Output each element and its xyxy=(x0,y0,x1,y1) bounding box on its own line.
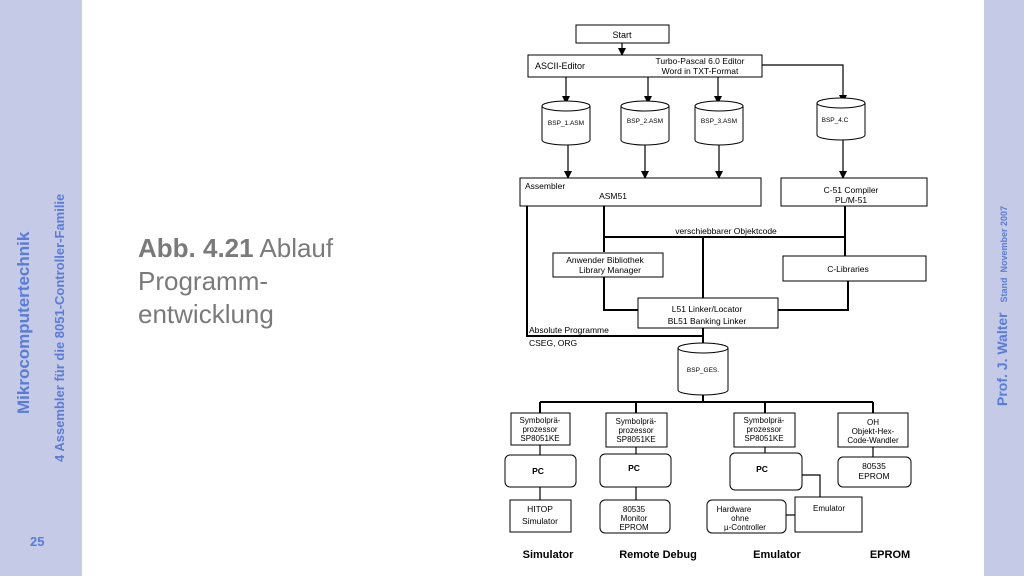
file-bsp4: BSP_4.C xyxy=(816,97,866,141)
sym1-line1: Symbolprä- xyxy=(520,416,561,425)
sym2-line1: Symbolprä- xyxy=(616,417,657,426)
monitor-box: 80535 Monitor EPROM xyxy=(599,499,671,534)
sym3-line3: SP8051KE xyxy=(744,434,783,443)
linker-box xyxy=(637,297,779,329)
oh-line1: OH xyxy=(867,418,879,427)
sym3-line1: Symbolprä- xyxy=(744,416,785,425)
caption-title-3: entwicklung xyxy=(138,299,274,329)
eprom-device-box: 80535 EPROM xyxy=(837,456,912,488)
compiler-label-2: PL/M-51 xyxy=(835,195,867,205)
hw-line2: ohne xyxy=(731,514,749,523)
pc-box-emulator: PC xyxy=(729,452,803,491)
file-bsp2: BSP_2.ASM xyxy=(620,100,670,146)
start-label: Start xyxy=(612,30,632,40)
label-simulator: Simulator xyxy=(523,549,574,561)
oh-box: OH Objekt-Hex- Code-Wandler xyxy=(837,412,909,448)
caption-title-2: Programm- xyxy=(138,266,269,296)
objcode-label: verschiebbarer Objektcode xyxy=(675,226,777,236)
absolute-label-1: Absolute Programme xyxy=(529,325,609,335)
hw-line1: Hardware xyxy=(717,505,752,514)
page-number: 25 xyxy=(30,534,45,549)
pc1-label: PC xyxy=(532,466,544,476)
hitop-box: HITOP Simulator xyxy=(509,499,572,533)
pc-box-simulator: PC xyxy=(504,454,577,488)
library-label-2: Library Manager xyxy=(579,265,641,275)
sym3-line2: prozessor xyxy=(746,425,781,434)
figure-caption: Abb. 4.21 Ablauf Programm- entwicklung xyxy=(138,232,438,331)
library-box xyxy=(552,252,664,278)
linker-label-2: BL51 Banking Linker xyxy=(668,316,747,326)
caption-label: Abb. 4.21 xyxy=(138,233,254,263)
hw-line3: µ-Controller xyxy=(724,523,766,532)
monitor-line3: EPROM xyxy=(619,523,649,532)
file-bsp2-label: BSP_2.ASM xyxy=(627,118,663,125)
pc3-label: PC xyxy=(756,464,768,474)
assembler-label-2: ASM51 xyxy=(599,191,627,201)
compiler-label-1: C-51 Compiler xyxy=(824,185,879,195)
file-bspges: BSP_GES. xyxy=(677,342,729,396)
sym2-line3: SP8051KE xyxy=(616,435,655,444)
label-emulator: Emulator xyxy=(753,549,801,561)
absolute-label-2: CSEG, ORG xyxy=(529,338,577,348)
editor-box xyxy=(527,54,763,78)
right-sidebar xyxy=(984,0,1024,576)
file-bsp3: BSP_3.ASM xyxy=(694,100,744,146)
emulator-device-box: Emulator xyxy=(794,496,863,533)
sym-box-remote: Symbolprä- prozessor SP8051KE xyxy=(605,412,668,448)
file-bsp3-label: BSP_3.ASM xyxy=(701,118,737,125)
pc-box-remote: PC xyxy=(599,453,672,488)
oh-line3: Code-Wandler xyxy=(847,436,899,445)
label-remote-debug: Remote Debug xyxy=(619,549,697,561)
monitor-line2: Monitor xyxy=(621,514,648,523)
editor-right-label-1: Turbo-Pascal 6.0 Editor xyxy=(656,56,745,66)
file-bsp1: BSP_1.ASM xyxy=(541,100,591,146)
assembler-label-1: Assembler xyxy=(525,181,565,191)
assembler-box xyxy=(519,177,762,207)
linker-label-1: L51 Linker/Locator xyxy=(672,304,743,314)
sym1-line3: SP8051KE xyxy=(520,434,559,443)
oh-line2: Objekt-Hex- xyxy=(852,427,895,436)
sym1-line2: prozessor xyxy=(522,425,557,434)
library-label-1: Anwender Bibliothek xyxy=(566,255,644,265)
clibs-label: C-Libraries xyxy=(827,264,869,274)
file-bspges-label: BSP_GES. xyxy=(687,367,719,374)
file-bsp1-label: BSP_1.ASM xyxy=(548,120,584,127)
pc2-label: PC xyxy=(628,463,640,473)
sym-box-emulator: Symbolprä- prozessor SP8051KE xyxy=(733,412,796,448)
hardware-box: Hardware ohne µ-Controller xyxy=(706,499,787,534)
hitop-line2: Simulator xyxy=(522,516,558,526)
sym2-line2: prozessor xyxy=(618,426,653,435)
eprom-dev-line2: EPROM xyxy=(858,471,889,481)
eprom-dev-line1: 80535 xyxy=(862,461,886,471)
emulator-device-label: Emulator xyxy=(813,504,845,513)
label-eprom: EPROM xyxy=(870,549,910,561)
monitor-line1: 80535 xyxy=(623,505,646,514)
caption-title-1: Ablauf xyxy=(259,233,334,263)
hitop-line1: HITOP xyxy=(527,504,553,514)
editor-left-label: ASCII-Editor xyxy=(535,61,585,71)
left-sidebar xyxy=(0,0,82,576)
file-bsp4-label: BSP_4.C xyxy=(822,117,849,124)
compiler-box xyxy=(780,177,928,207)
sym-box-simulator: Symbolprä- prozessor SP8051KE xyxy=(510,412,571,446)
editor-right-label-2: Word in TXT-Format xyxy=(662,66,739,76)
clibs-box xyxy=(782,255,927,282)
